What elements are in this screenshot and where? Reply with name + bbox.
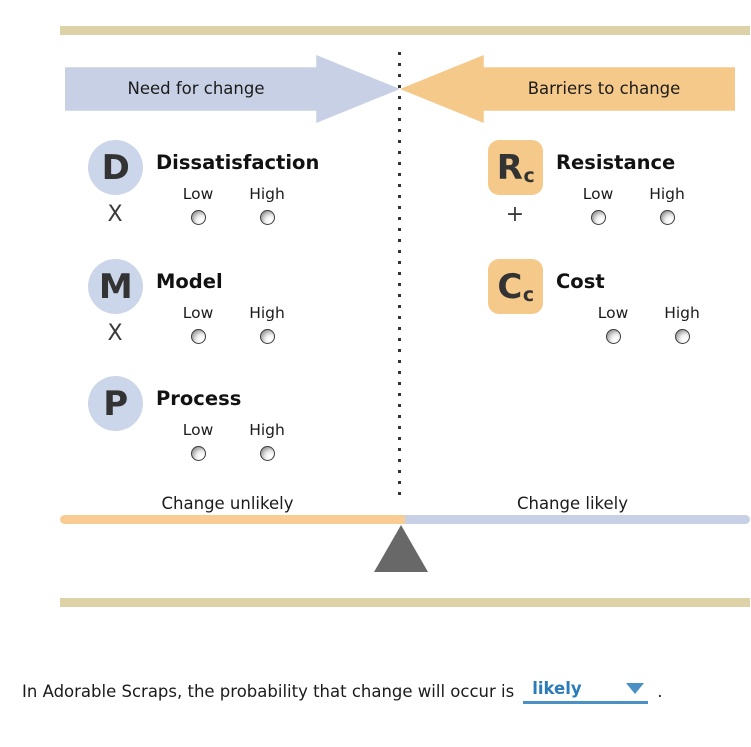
dropdown-selected-value: likely	[532, 679, 582, 698]
radio-button[interactable]	[605, 329, 621, 344]
center-dotted-divider	[398, 52, 401, 496]
option-label: High	[664, 304, 700, 322]
bottom-divider-rule	[60, 598, 750, 607]
option-cost-low[interactable]: Low	[578, 303, 648, 348]
radio-button[interactable]	[190, 329, 206, 344]
probability-dropdown[interactable]: likely	[523, 679, 649, 704]
badge-symbol: M	[98, 266, 133, 307]
option-label: High	[249, 421, 285, 439]
option-label: Low	[182, 185, 214, 203]
factor-title-dissatisfaction: Dissatisfaction	[156, 151, 320, 174]
radio-button[interactable]	[659, 210, 675, 225]
option-dissatisfaction-high[interactable]: High	[232, 184, 302, 229]
option-label: High	[249, 304, 285, 322]
badge-process: P	[88, 376, 143, 431]
change-likely-label: Change likely	[516, 494, 629, 513]
badge-symbol: R	[496, 147, 523, 188]
conclusion-lead-text: In Adorable Scraps, the probability that…	[22, 682, 515, 701]
beam-half-unlikely	[60, 515, 405, 524]
badge-symbol: C	[497, 266, 522, 307]
badge-model: M	[88, 259, 143, 314]
barriers-to-change-arrow: Barriers to change	[400, 55, 735, 123]
radio-button[interactable]	[259, 329, 275, 344]
need-for-change-arrow: Need for change	[65, 55, 400, 123]
factor-title-process: Process	[156, 387, 242, 410]
option-label: Low	[582, 185, 614, 203]
badge-subscript: c	[522, 284, 534, 306]
need-for-change-label: Need for change	[127, 79, 265, 98]
option-label: Low	[182, 304, 214, 322]
badge-symbol: D	[101, 147, 130, 188]
barriers-to-change-label: Barriers to change	[527, 79, 681, 98]
option-resistance-low[interactable]: Low	[563, 184, 633, 229]
factor-title-model: Model	[156, 270, 223, 293]
option-label: High	[649, 185, 685, 203]
badge-symbol: P	[103, 383, 128, 424]
factor-title-resistance: Resistance	[556, 151, 676, 174]
option-cost-high[interactable]: High	[647, 303, 717, 348]
change-unlikely-label: Change unlikely	[161, 494, 294, 513]
operator-multiply-2: X	[107, 321, 123, 346]
radio-button[interactable]	[259, 446, 275, 461]
operator-multiply-1: X	[107, 202, 123, 227]
option-resistance-high[interactable]: High	[632, 184, 702, 229]
radio-button[interactable]	[259, 210, 275, 225]
beam-half-likely	[405, 515, 750, 524]
conclusion-trailing-text: .	[657, 682, 663, 701]
badge-dissatisfaction: D	[88, 140, 143, 195]
radio-button[interactable]	[674, 329, 690, 344]
option-label: Low	[597, 304, 629, 322]
operator-plus: +	[505, 202, 525, 227]
chevron-down-icon	[626, 683, 645, 694]
option-model-low[interactable]: Low	[163, 303, 233, 348]
option-dissatisfaction-low[interactable]: Low	[163, 184, 233, 229]
option-process-low[interactable]: Low	[163, 420, 233, 465]
radio-button[interactable]	[190, 446, 206, 461]
conclusion-sentence: In Adorable Scraps, the probability that…	[22, 679, 662, 704]
radio-button[interactable]	[190, 210, 206, 225]
option-process-high[interactable]: High	[232, 420, 302, 465]
radio-button[interactable]	[590, 210, 606, 225]
factor-title-cost: Cost	[556, 270, 605, 293]
option-model-high[interactable]: High	[232, 303, 302, 348]
option-label: High	[249, 185, 285, 203]
balance-beam	[60, 515, 750, 524]
option-label: Low	[182, 421, 214, 439]
top-divider-rule	[60, 26, 750, 35]
badge-subscript: c	[523, 165, 535, 187]
fulcrum-triangle-icon	[374, 525, 428, 572]
